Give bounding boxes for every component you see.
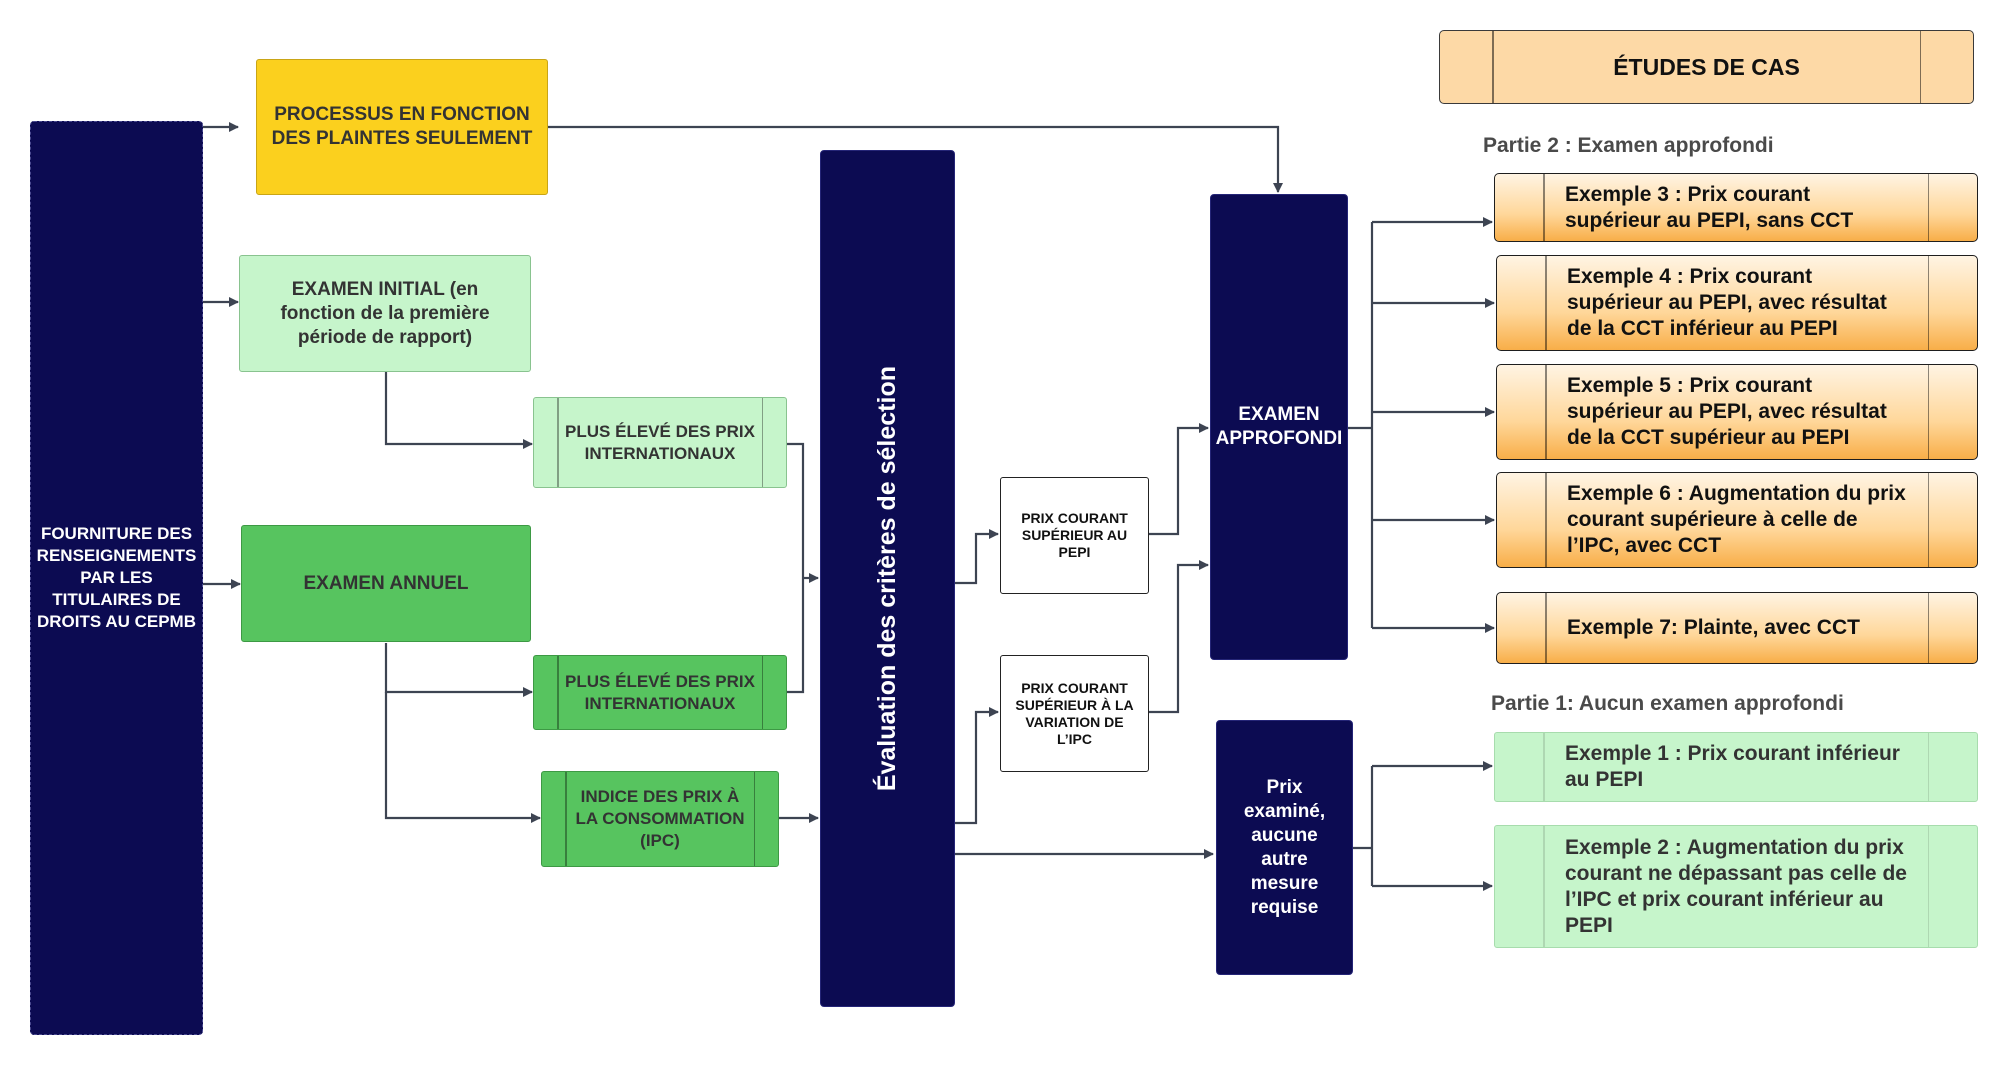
example-3-box: Exemple 3 : Prix courant supérieur au PE… — [1494, 173, 1978, 242]
example-3-label: Exemple 3 : Prix courant supérieur au PE… — [1565, 182, 1854, 232]
part2-heading: Partie 2 : Examen approfondi — [1483, 134, 1774, 157]
criterion-ipc-box: PRIX COURANT SUPÉRIEUR À LA VARIATION DE… — [1000, 655, 1149, 772]
part1-heading: Partie 1: Aucun examen approfondi — [1491, 692, 1844, 715]
example-4-box: Exemple 4 : Prix courant supérieur au PE… — [1496, 255, 1978, 351]
in-depth-review-box: EXAMEN APPROFONDI — [1210, 194, 1348, 660]
annual-review-label: EXAMEN ANNUEL — [303, 572, 469, 594]
example-7-box: Exemple 7: Plainte, avec CCT — [1496, 592, 1978, 664]
case-studies-title: ÉTUDES DE CAS — [1613, 53, 1800, 80]
arrow-annual-to-cpi — [384, 692, 541, 823]
highest-intl-initial-label: PLUS ÉLEVÉ DES PRIX INTERNATIONAUX — [565, 421, 755, 463]
initial-review-label: EXAMEN INITIAL (en fonction de la premiè… — [280, 278, 490, 348]
highest-intl-annual-label: PLUS ÉLEVÉ DES PRIX INTERNATIONAUX — [565, 671, 755, 713]
cpi-box: INDICE DES PRIX À LA CONSOMMATION (IPC) — [541, 771, 779, 867]
arrow-eval-to-pepi — [955, 529, 999, 585]
example-4-label: Exemple 4 : Prix courant supérieur au PE… — [1567, 265, 1887, 340]
criterion-pepi-label: PRIX COURANT SUPÉRIEUR AU PEPI — [1021, 510, 1128, 560]
arrow-intl-to-evaluation — [787, 442, 805, 694]
example-1-label: Exemple 1 : Prix courant inférieur au PE… — [1565, 742, 1900, 791]
example-2-label: Exemple 2 : Augmentation du prix courant… — [1565, 835, 1907, 937]
arrow-ipc-to-review — [1149, 560, 1209, 714]
arrow-no-action-branch — [1353, 766, 1374, 886]
case-studies-title-box: ÉTUDES DE CAS — [1439, 30, 1974, 104]
evaluation-box: Évaluation des critères de sélection — [820, 150, 955, 1007]
example-5-box: Exemple 5 : Prix courant supérieur au PE… — [1496, 364, 1978, 460]
example-1-box: Exemple 1 : Prix courant inférieur au PE… — [1494, 732, 1978, 802]
evaluation-label: Évaluation des critères de sélection — [873, 365, 901, 792]
highest-intl-annual-box: PLUS ÉLEVÉ DES PRIX INTERNATIONAUX — [533, 655, 787, 730]
arrow-complaints-to-review — [548, 125, 1283, 193]
complaints-process-label: PROCESSUS EN FONCTION DES PLAINTES SEULE… — [271, 104, 533, 149]
example-6-label: Exemple 6 : Augmentation du prix courant… — [1567, 482, 1906, 557]
criterion-pepi-box: PRIX COURANT SUPÉRIEUR AU PEPI — [1000, 477, 1149, 594]
annual-review-box: EXAMEN ANNUEL — [241, 525, 531, 642]
highest-intl-initial-box: PLUS ÉLEVÉ DES PRIX INTERNATIONAUX — [533, 397, 787, 488]
no-action-box: Prix examiné, aucune autre mesure requis… — [1216, 720, 1353, 975]
source-box: FOURNITURE DES RENSEIGNEMENTS PAR LES TI… — [30, 121, 203, 1035]
arrow-eval-to-ipc — [955, 707, 999, 825]
initial-review-box: EXAMEN INITIAL (en fonction de la premiè… — [239, 255, 531, 372]
example-5-label: Exemple 5 : Prix courant supérieur au PE… — [1567, 374, 1887, 449]
arrow-annual-to-intl — [384, 643, 533, 697]
source-label: FOURNITURE DES RENSEIGNEMENTS PAR LES TI… — [36, 524, 197, 631]
cpi-label: INDICE DES PRIX À LA CONSOMMATION (IPC) — [575, 787, 745, 850]
example-7-label: Exemple 7: Plainte, avec CCT — [1567, 616, 1860, 639]
example-6-box: Exemple 6 : Augmentation du prix courant… — [1496, 472, 1978, 568]
arrow-review-to-examples — [1348, 222, 1374, 628]
arrow-initial-to-intl — [384, 372, 533, 449]
example-2-box: Exemple 2 : Augmentation du prix courant… — [1494, 825, 1978, 948]
arrow-pepi-to-review — [1149, 423, 1209, 536]
complaints-process-box: PROCESSUS EN FONCTION DES PLAINTES SEULE… — [256, 59, 548, 195]
criterion-ipc-label: PRIX COURANT SUPÉRIEUR À LA VARIATION DE… — [1015, 679, 1134, 747]
in-depth-review-label: EXAMEN APPROFONDI — [1215, 404, 1343, 449]
no-action-label: Prix examiné, aucune autre mesure requis… — [1243, 776, 1326, 918]
